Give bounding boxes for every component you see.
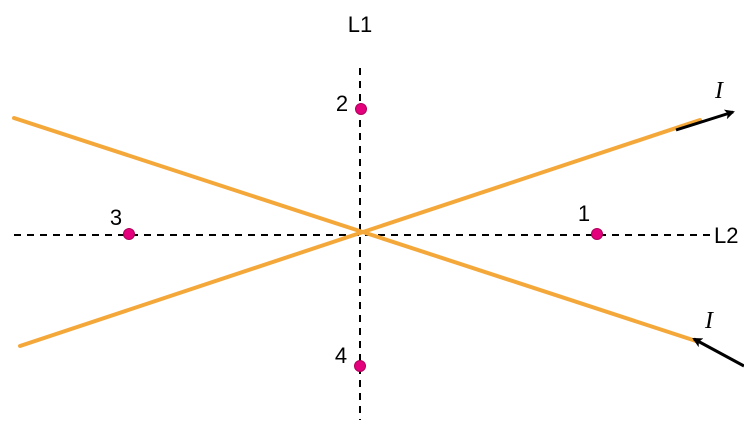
point-4-marker: [354, 360, 366, 372]
current-label-lower: I: [704, 308, 714, 334]
point-3-marker: [123, 228, 135, 240]
current-arrow-upper: [675, 109, 735, 132]
point-3-label: 3: [110, 205, 122, 230]
point-2-label: 2: [336, 91, 348, 116]
current-label-upper: I: [714, 78, 724, 104]
wire-ascending: [18, 118, 702, 348]
point-4-label: 4: [335, 343, 347, 368]
point-2-marker: [355, 103, 367, 115]
point-1-label: 1: [578, 201, 590, 226]
point-1-marker: [591, 228, 603, 240]
axis-l1-label: L1: [348, 12, 372, 37]
axis-l2-label: L2: [714, 223, 738, 248]
wire-descending: [12, 116, 698, 343]
current-arrow-lower: [692, 337, 744, 368]
